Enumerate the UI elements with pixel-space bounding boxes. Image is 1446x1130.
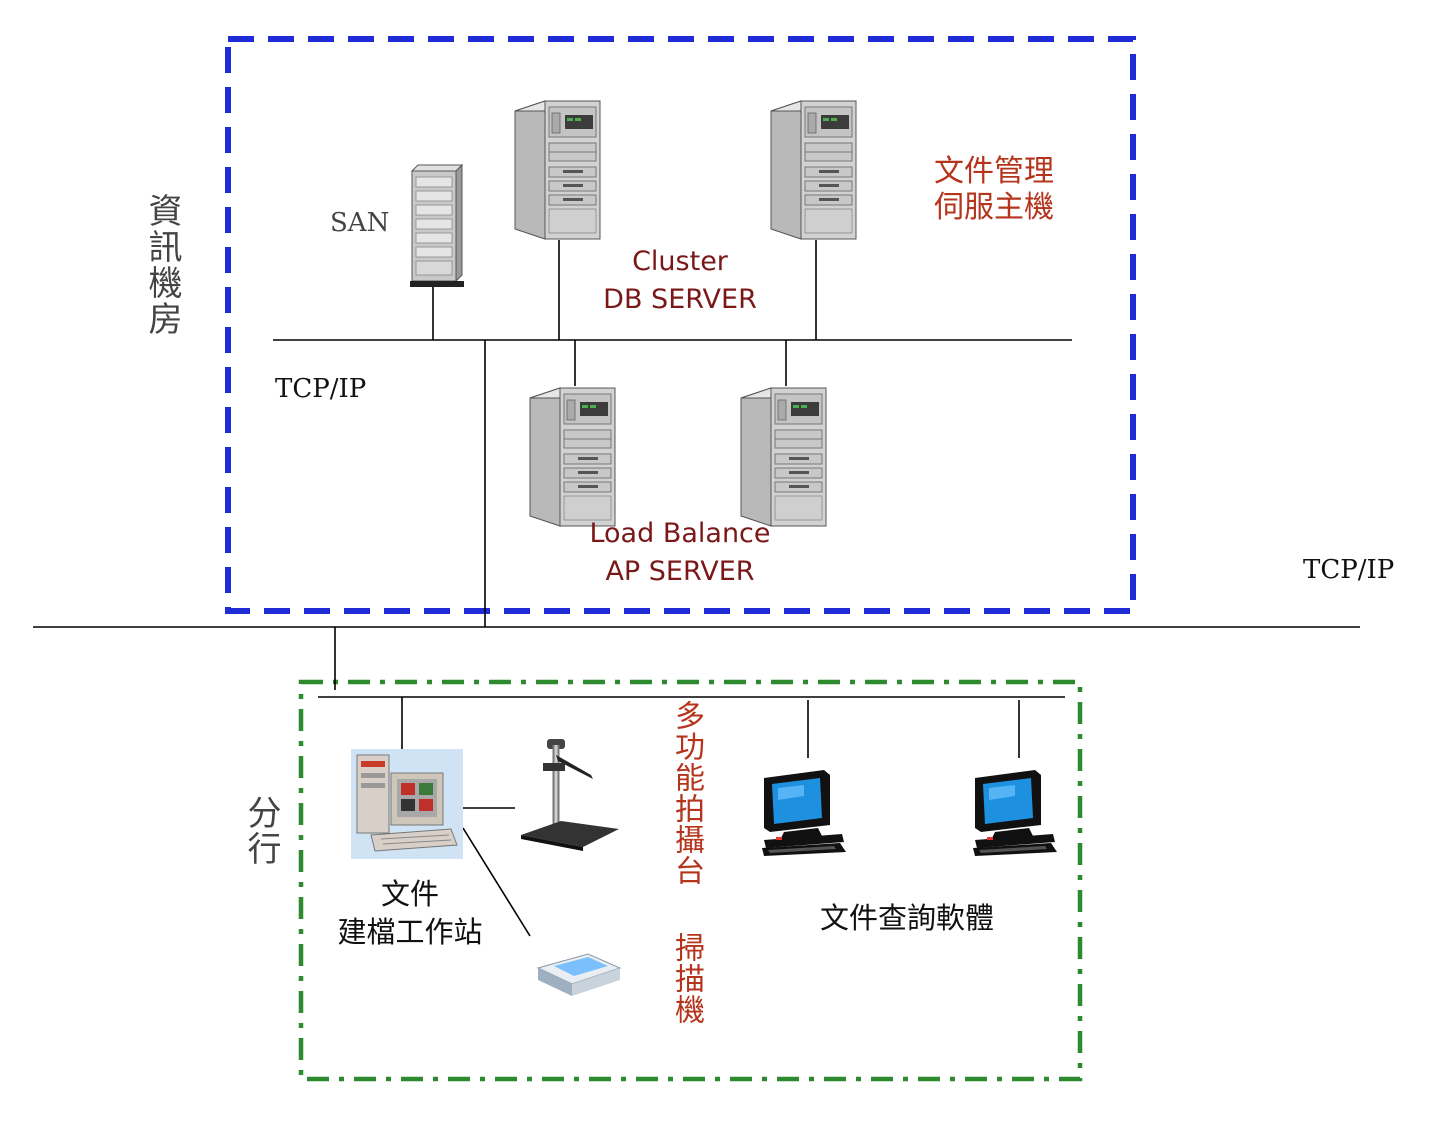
query-software-label: 文件查詢軟體 xyxy=(820,901,995,935)
workstation-label-line1: 文件 xyxy=(380,877,439,911)
datacenter-boundary xyxy=(225,36,1136,614)
wan-tcpip-label: TCP/IP xyxy=(1303,555,1395,585)
cluster-label: Cluster xyxy=(632,246,728,277)
branch-vertical-label: 分行 xyxy=(241,795,281,867)
datacenter-tcpip-label: TCP/IP xyxy=(275,374,367,404)
san-label: SAN xyxy=(330,208,390,238)
scanner-icon xyxy=(536,953,622,996)
query-client-2-icon xyxy=(973,770,1057,856)
query-client-1-icon xyxy=(762,770,846,856)
document-workstation-icon xyxy=(351,749,463,859)
workstation-label-line2: 建檔工作站 xyxy=(337,915,483,949)
doc-mgmt-server-icon xyxy=(770,100,857,240)
branch-boundary xyxy=(298,679,1083,1082)
ap-server-2-icon xyxy=(740,387,827,527)
camera-stand-label: 多功能拍攝台 xyxy=(669,700,704,886)
scanner-label: 掃描機 xyxy=(669,932,704,1025)
camera-stand-icon xyxy=(521,739,619,851)
load-balance-label: Load Balance xyxy=(589,518,771,549)
datacenter-vertical-label: 資訊機房 xyxy=(142,193,182,337)
db-server-label: DB SERVER xyxy=(603,284,757,315)
cluster-db-server-1-icon xyxy=(514,100,601,240)
doc-mgmt-label-line2: 伺服主機 xyxy=(934,190,1054,225)
doc-mgmt-label-line1: 文件管理 xyxy=(934,154,1054,189)
san-storage-icon xyxy=(410,163,464,287)
ap-server-label: AP SERVER xyxy=(605,556,755,587)
ap-server-1-icon xyxy=(529,387,616,527)
